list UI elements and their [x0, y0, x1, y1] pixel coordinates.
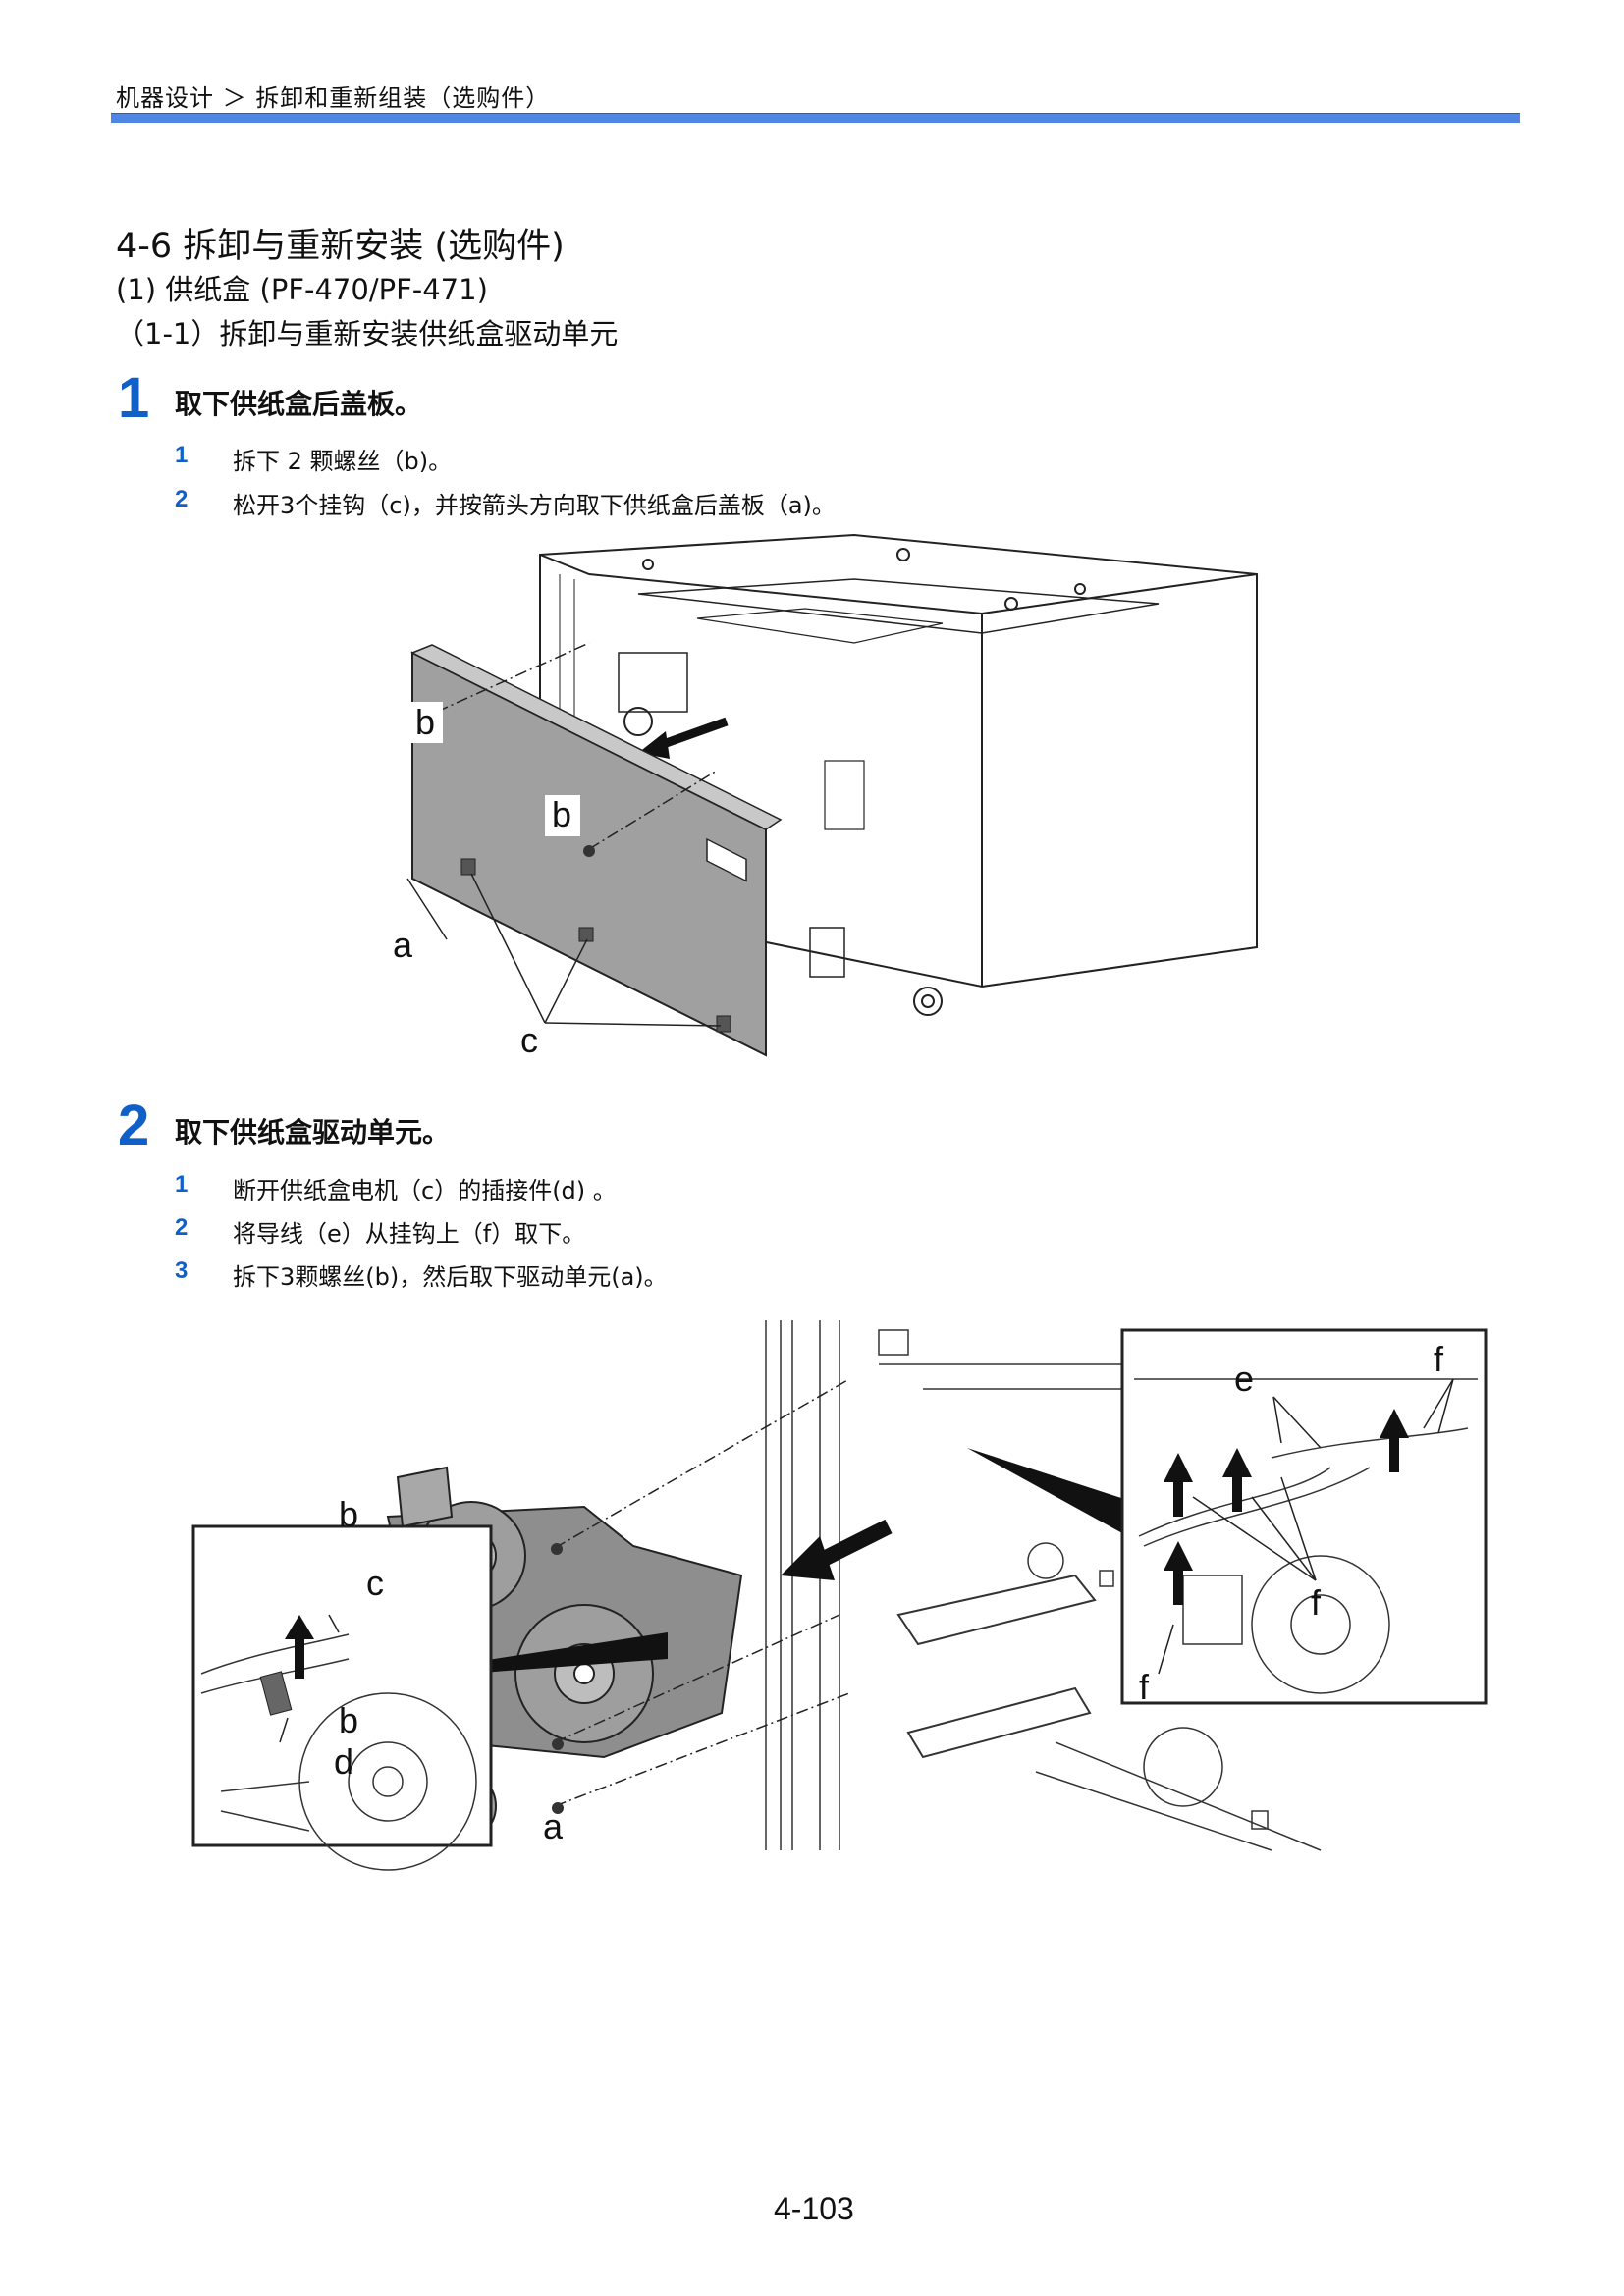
section-subtitle: (1) 供纸盒 (PF-470/PF-471) [116, 273, 488, 306]
figure-2-label-c: c [366, 1563, 384, 1603]
figure-1-label-b-1: b [415, 702, 435, 742]
section-title: 4-6 拆卸与重新安装 (选购件) [116, 227, 565, 266]
figure-2-label-b-2: b [339, 1700, 358, 1740]
step-2-item-1-number: 1 [175, 1171, 189, 1198]
step-1-title: 取下供纸盒后盖板。 [175, 388, 423, 420]
figure-1-rear-cover-removal: b b a c [393, 533, 1258, 1060]
step-1-item-1-text: 拆下 2 颗螺丝（b)。 [233, 448, 453, 475]
figure-2-label-d: d [334, 1741, 353, 1782]
figure-2-drive-unit-removal: b b a c d e f f f [191, 1320, 1488, 1871]
step-2-item-3-text: 拆下3颗螺丝(b)，然后取下驱动单元(a)。 [233, 1263, 668, 1291]
left-inset-connector-detail [191, 1524, 493, 1871]
step-1-number: 1 [118, 366, 150, 430]
zoom-pointer-right [967, 1448, 1164, 1556]
screw-icon [551, 1543, 564, 1814]
screw-lines [554, 1378, 850, 1807]
step-1-item-2-number: 2 [175, 486, 189, 512]
arrow-icon [1164, 1409, 1409, 1605]
figure-2-label-a: a [543, 1806, 564, 1846]
step-1-item-2-text: 松开3个挂钩（c)，并按箭头方向取下供纸盒后盖板（a)。 [233, 492, 836, 519]
page-number: 4-103 [774, 2191, 854, 2226]
step-1-item-1-number: 1 [175, 442, 189, 468]
figure-1-label-a: a [393, 925, 413, 965]
figure-1-label-b-2: b [552, 794, 571, 834]
hook-leaders [406, 873, 722, 1027]
figure-1-label-c: c [520, 1020, 538, 1060]
screw-lines [436, 642, 718, 850]
section-subsubtitle: （1-1）拆卸与重新安装供纸盒驱动单元 [116, 317, 619, 350]
figure-2-label-f-1: f [1434, 1339, 1444, 1379]
step-2-item-3-number: 3 [175, 1257, 189, 1284]
feeder-frame [765, 1320, 1322, 1851]
header-rule [111, 113, 1520, 123]
removal-arrow [781, 1519, 893, 1580]
step-2-item-1-text: 断开供纸盒电机（c）的插接件(d) 。 [233, 1177, 617, 1204]
step-2-item-2-text: 将导线（e）从挂钩上（f）取下。 [233, 1220, 586, 1248]
figure-2-label-f-2: f [1311, 1582, 1322, 1623]
right-inset-harness-detail [1120, 1328, 1488, 1705]
step-2-title: 取下供纸盒驱动单元。 [175, 1116, 451, 1148]
step-2-item-2-number: 2 [175, 1214, 189, 1241]
breadcrumb: 机器设计 ＞ 拆卸和重新组装（选购件） [116, 84, 551, 112]
figure-2-label-f-3: f [1139, 1667, 1150, 1707]
step-2-number: 2 [118, 1094, 150, 1157]
figure-2-label-b-1: b [339, 1494, 358, 1534]
figure-2-label-e: e [1234, 1359, 1254, 1399]
